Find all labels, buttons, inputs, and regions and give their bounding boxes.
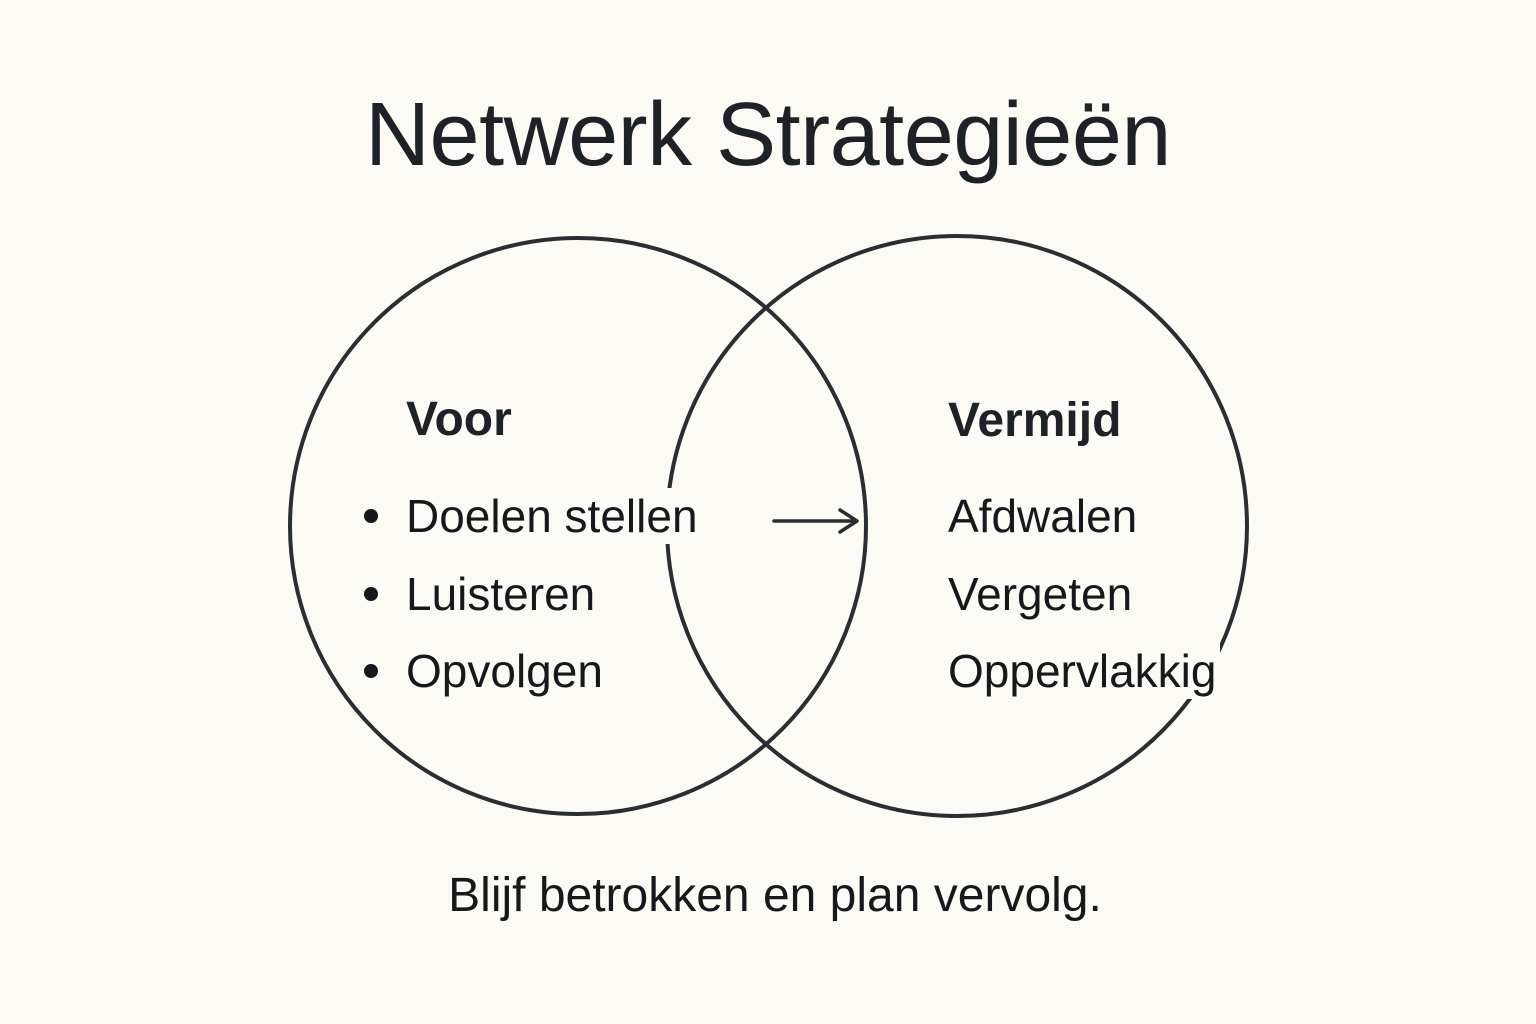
page-title: Netwerk Strategieën	[365, 85, 1171, 185]
right-arrow-icon	[772, 508, 859, 534]
right-list-item: Oppervlakkig	[944, 643, 1221, 699]
right-list-item: Vergeten	[948, 568, 1133, 620]
right-list-item: Afdwalen	[948, 490, 1138, 542]
left-circle	[288, 236, 868, 816]
left-list-item: Luisteren	[364, 566, 595, 622]
bullet-icon	[364, 664, 378, 678]
left-list-item: Doelen stellen	[364, 488, 702, 544]
footer-caption: Blijf betrokken en plan vervolg.	[448, 869, 1102, 922]
list-item-label: Luisteren	[406, 568, 596, 620]
left-heading: Voor	[406, 393, 512, 446]
bullet-icon	[364, 509, 378, 523]
list-item-label: Opvolgen	[406, 645, 603, 697]
bullet-icon	[364, 587, 378, 601]
list-item-label: Doelen stellen	[402, 488, 702, 544]
right-heading: Vermijd	[948, 394, 1122, 447]
left-list-item: Opvolgen	[364, 643, 603, 699]
